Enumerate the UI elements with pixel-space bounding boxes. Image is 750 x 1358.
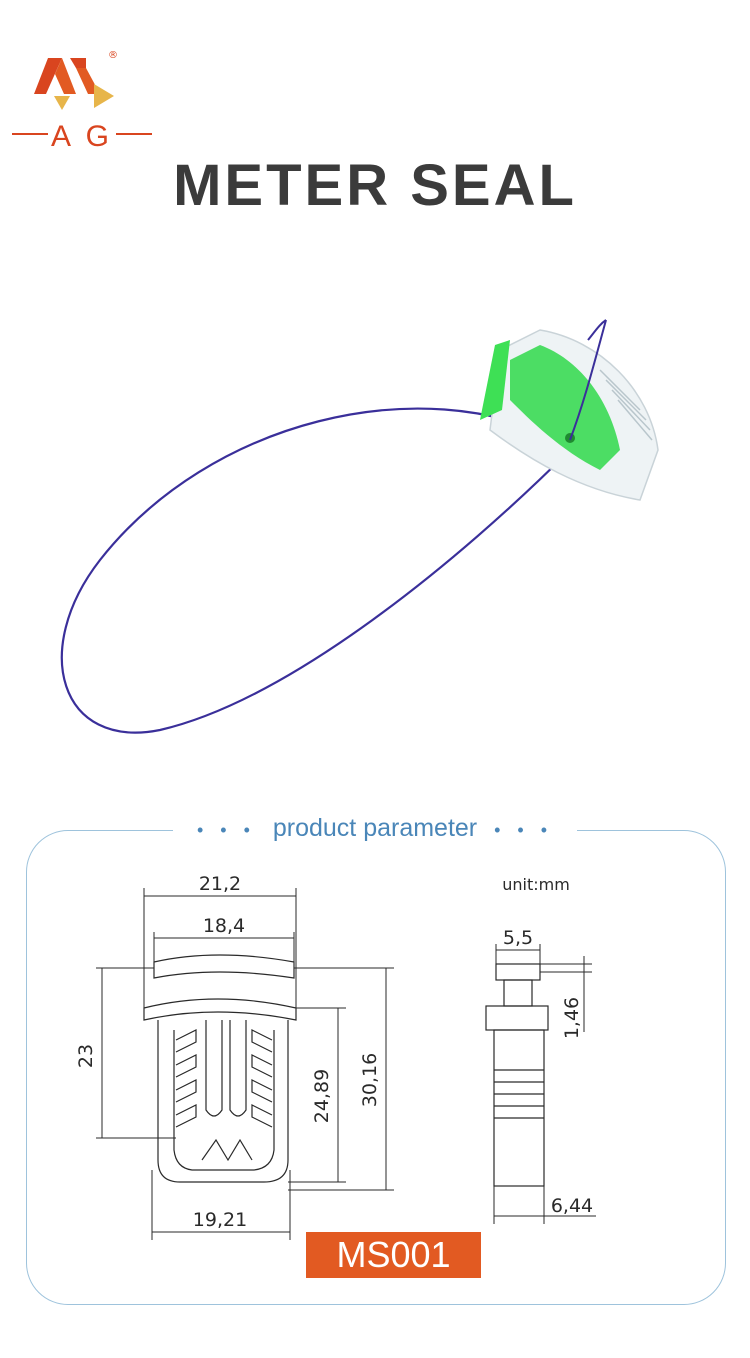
dim-side-step: 1,46 [561, 997, 583, 1039]
dim-side-depth: 6,44 [551, 1195, 593, 1217]
dim-inner-width: 18,4 [203, 915, 245, 937]
side-dimension-lines [493, 944, 596, 1224]
brand-logo: ® A G [12, 50, 152, 153]
technical-drawing: 21,2 18,4 23 24,89 30,16 19,21 unit:mm 5… [75, 873, 596, 1240]
seal-body [480, 329, 659, 501]
seal-wire [60, 407, 571, 734]
parameter-heading: • • • product parameter • • • [0, 810, 750, 848]
heading-dots-right: • • • [494, 820, 554, 840]
dim-left-height: 23 [75, 1044, 97, 1068]
meter-seal-photo [60, 319, 659, 734]
logo-letters: A G [51, 120, 113, 153]
dim-top-width: 21,2 [199, 873, 241, 895]
page-title: METER SEAL [173, 153, 577, 218]
model-number-badge: MS001 [306, 1232, 481, 1278]
parameter-heading-text: product parameter [272, 814, 478, 842]
front-view [143, 954, 297, 1183]
logo-mark-icon [34, 58, 114, 110]
registered-mark: ® [108, 50, 118, 61]
dim-bottom-width: 19,21 [193, 1209, 247, 1231]
front-dimension-lines [96, 888, 394, 1240]
dim-side-width: 5,5 [503, 927, 533, 949]
side-view [485, 963, 549, 1187]
unit-label: unit:mm [502, 875, 570, 894]
heading-dots-left: • • • [196, 820, 256, 840]
dim-total-height: 30,16 [359, 1053, 381, 1107]
dim-inner-height: 24,89 [311, 1069, 333, 1123]
